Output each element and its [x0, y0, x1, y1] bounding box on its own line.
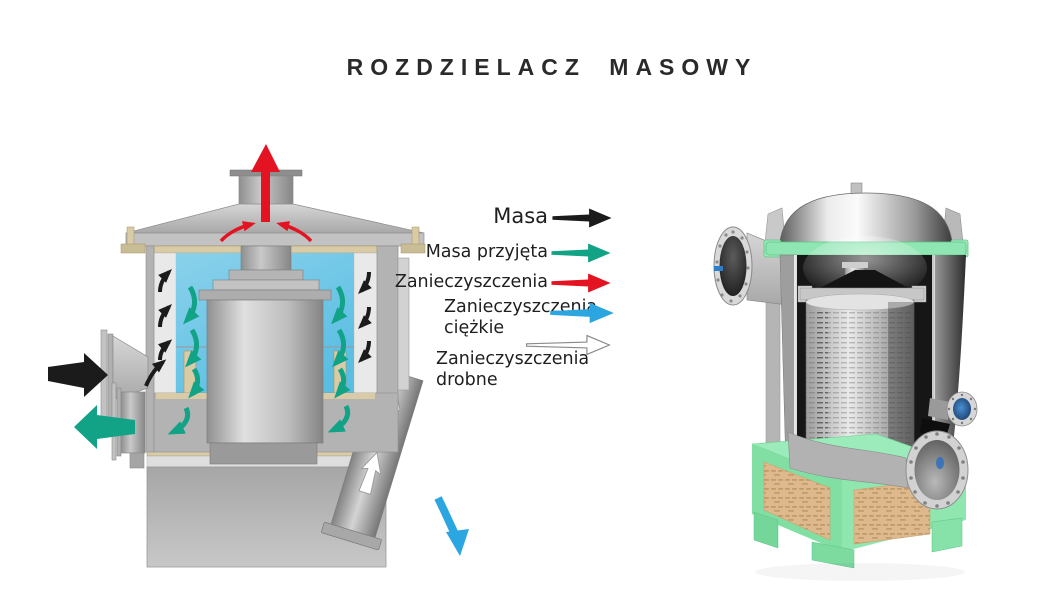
legend-label-zanieczyszczenia-drobne: Zanieczyszczenia drobne: [436, 349, 590, 390]
fine-rejects-arrow-2: [358, 451, 382, 495]
pallet-foot: [753, 511, 779, 549]
inlet-flange-bolts: [715, 230, 750, 303]
stock-inlet-arrow: [48, 353, 108, 397]
port-bolts: [909, 432, 965, 508]
page-title: ROZDZIELACZ MASOWY: [346, 54, 758, 80]
blue-right-arrow: [550, 302, 614, 324]
wicker-panel-left: [763, 461, 831, 541]
pallet-foot: [811, 541, 855, 569]
pallet-foot: [931, 517, 963, 553]
accepted-stock-outlet-arrow: [74, 405, 135, 449]
legend-label-masa: Masa: [493, 204, 548, 228]
legend-label-zanieczyszczenia: Zanieczyszczenia: [394, 272, 548, 292]
heavy-rejects-outlet-arrow: [434, 496, 469, 556]
black-right-arrow: [552, 208, 612, 228]
cross-section-schematic: [48, 144, 469, 568]
light-rejects-vent-arrows: [219, 144, 313, 243]
red-right-arrow: [551, 273, 611, 293]
white-right-arrow: [526, 334, 611, 356]
support-leg: [765, 294, 781, 448]
circulation-up-arrows: [144, 269, 372, 387]
heavy-reject-port: [905, 430, 969, 510]
rotor-drum: [198, 245, 332, 465]
legend-label-masa-przyjeta: Masa przyjęta: [425, 242, 548, 262]
inlet-blue-mark: [714, 266, 723, 271]
accepted-stock-down-arrows: [167, 285, 351, 435]
teal-right-arrow: [551, 243, 611, 263]
separator-3d-render: [713, 182, 978, 581]
